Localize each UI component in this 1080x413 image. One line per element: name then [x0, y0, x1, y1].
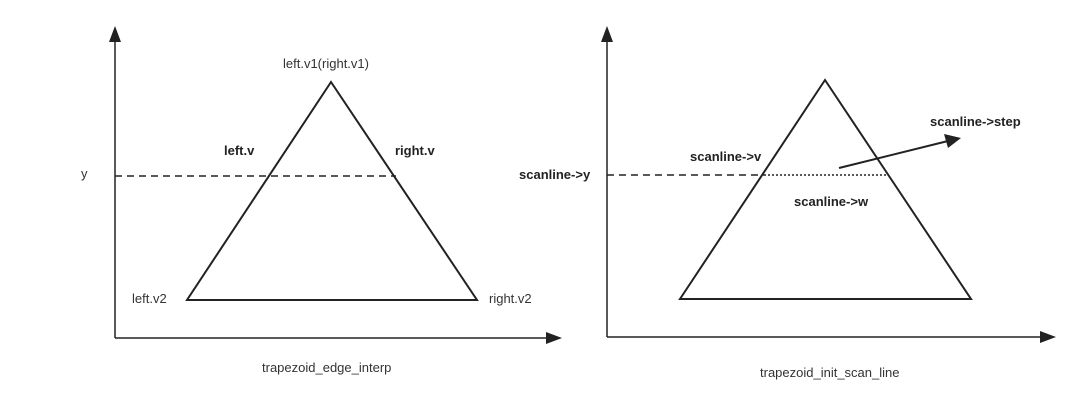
y-label: y: [81, 166, 88, 181]
step-arrow-line: [838, 140, 949, 169]
right-caption: trapezoid_init_scan_line: [760, 365, 899, 380]
left-v2-label: left.v2: [132, 291, 167, 306]
left-triangle: [185, 80, 479, 301]
right-x-axis-arrowhead: [1040, 331, 1056, 343]
scanline-w-label: scanline->w: [794, 194, 869, 209]
right-v2-label: right.v2: [489, 291, 532, 306]
left-v-label: left.v: [224, 143, 255, 158]
scanline-v-label: scanline->v: [690, 149, 762, 164]
scanline-y-label: scanline->y: [519, 167, 591, 182]
left-x-axis-arrowhead: [546, 332, 562, 344]
right-panel: scanline->y scanline->v scanline->w scan…: [519, 26, 1056, 380]
right-v-label: right.v: [395, 143, 435, 158]
right-triangle: [678, 78, 973, 300]
step-arrowhead: [944, 134, 961, 148]
left-panel: left.v1(right.v1) left.v right.v y left.…: [81, 26, 562, 375]
left-caption: trapezoid_edge_interp: [262, 360, 391, 375]
right-y-axis-arrowhead: [601, 26, 613, 42]
left-y-axis-arrowhead: [109, 26, 121, 42]
apex-label: left.v1(right.v1): [283, 56, 369, 71]
scanline-step-label: scanline->step: [930, 114, 1021, 129]
